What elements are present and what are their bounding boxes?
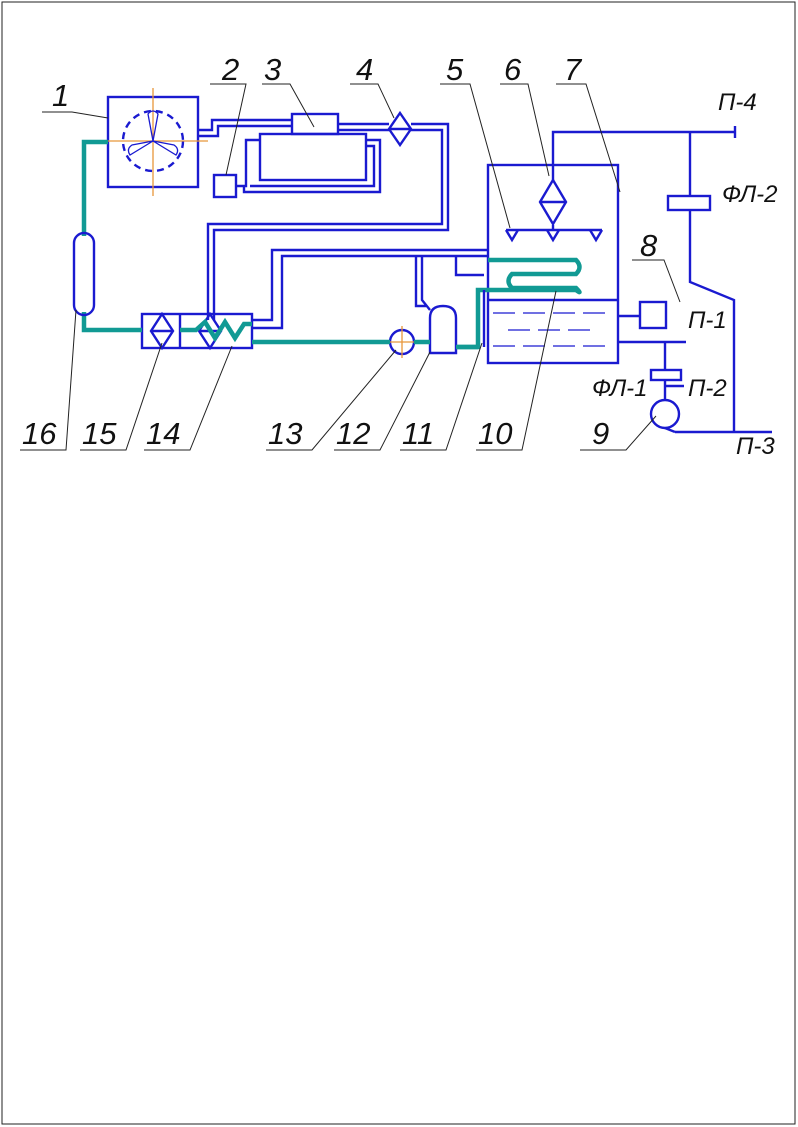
tag-p2: П-2	[688, 375, 727, 402]
water-riser	[551, 130, 735, 180]
tag-p1: П-1	[688, 307, 727, 334]
receiver-piping	[414, 256, 431, 311]
vertical-receiver	[72, 231, 96, 317]
filter-diamond-4	[387, 110, 413, 148]
label-12: 12	[336, 416, 370, 451]
connector-11	[454, 256, 486, 347]
label-4: 4	[356, 52, 373, 87]
label-7: 7	[564, 52, 583, 87]
water-piping-upper	[198, 118, 488, 330]
pump-assembly	[618, 340, 686, 434]
tag-f1: ФЛ-1	[592, 375, 648, 402]
refrigerant-piping	[81, 139, 478, 350]
label-8: 8	[640, 228, 658, 263]
label-1: 1	[52, 78, 69, 113]
tag-f2: ФЛ-2	[722, 181, 778, 208]
receiver-capsule	[428, 304, 458, 355]
label-16: 16	[22, 416, 57, 451]
sight-glass	[386, 326, 418, 358]
label-15: 15	[82, 416, 117, 451]
control-box	[212, 173, 238, 199]
tank-housing	[486, 163, 620, 365]
line-tags: П-4 ФЛ-2 П-1 ФЛ-1 П-2 П-3	[592, 89, 778, 460]
level-sensor	[618, 300, 668, 330]
tag-p3: П-3	[736, 433, 775, 460]
label-14: 14	[146, 416, 180, 451]
spray-header	[504, 225, 604, 243]
label-5: 5	[446, 52, 464, 87]
fan-unit	[98, 88, 208, 196]
filter-diamond-6	[538, 177, 568, 227]
right-vertical-line	[666, 132, 772, 434]
label-2: 2	[221, 52, 239, 87]
fan-icon	[127, 110, 179, 156]
water-level-marks	[493, 312, 605, 347]
label-13: 13	[268, 416, 302, 451]
leader-lines	[20, 83, 681, 451]
label-3: 3	[264, 52, 281, 87]
label-6: 6	[504, 52, 522, 87]
label-11: 11	[402, 416, 434, 451]
label-10: 10	[478, 416, 512, 451]
tag-p4: П-4	[718, 89, 757, 116]
component-labels: 1 2 3 4 5 6 7 8 9 10 11 12 13 14 15 16	[22, 52, 658, 451]
label-9: 9	[592, 416, 609, 451]
evaporator-coil	[456, 257, 582, 350]
